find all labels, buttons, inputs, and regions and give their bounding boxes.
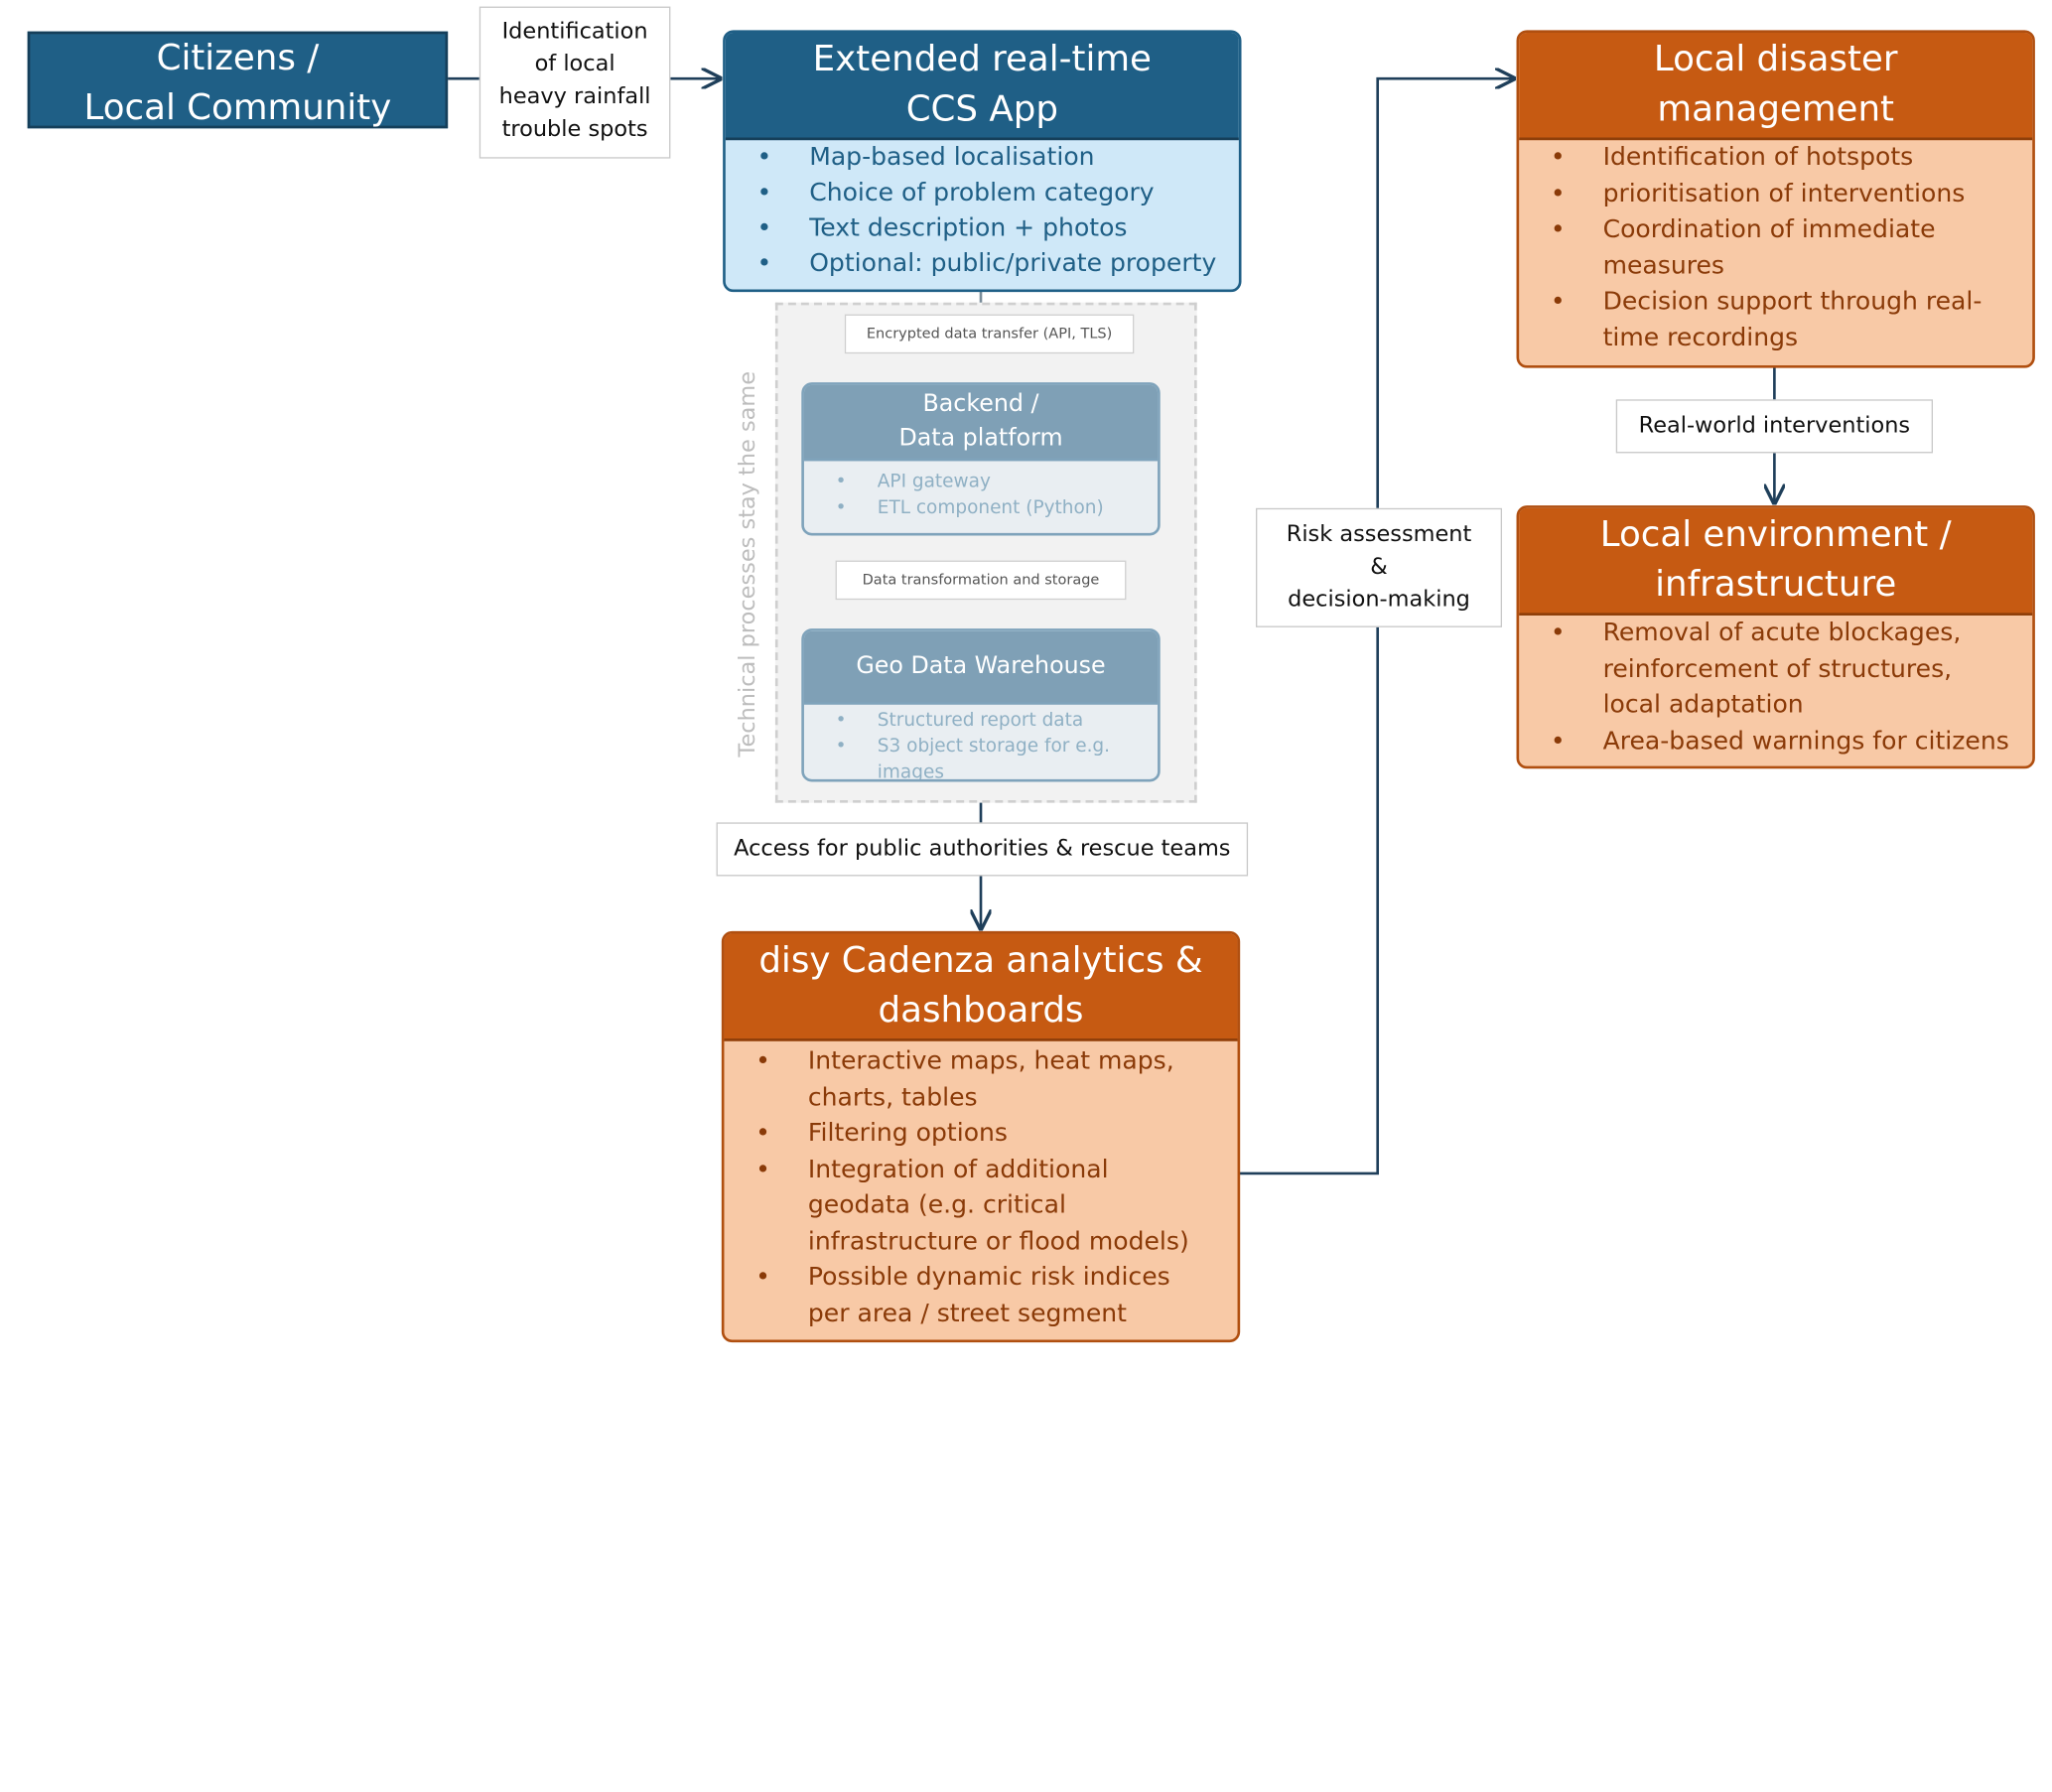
access-label: Access for public authorities & rescue t… [716, 822, 1249, 877]
cadenza-title: disy Cadenza analytics & dashboards [724, 933, 1238, 1041]
list-item: Interactive maps, heat maps, charts, tab… [738, 1043, 1209, 1116]
geo-dw-title: Geo Data Warehouse [803, 630, 1159, 705]
disaster-mgmt-title-line1: Local disaster [1653, 39, 1898, 80]
backend-list: API gateway ETL component (Python) [804, 461, 1158, 526]
cadenza-title-line1: disy Cadenza analytics & [758, 940, 1203, 982]
environment-title-line2: infrastructure [1655, 564, 1897, 606]
list-item: Structured report data [817, 707, 1145, 733]
list-item: Map-based localisation [739, 140, 1226, 176]
backend-card: Backend / Data platform API gateway ETL … [801, 382, 1161, 536]
list-item: ETL component (Python) [817, 495, 1145, 521]
disaster-management-card: Local disaster management Identification… [1516, 30, 2035, 368]
list-item: Choice of problem category [739, 176, 1226, 211]
list-item: Possible dynamic risk indices per area /… [738, 1260, 1209, 1332]
technical-zone-label: Technical processes stay the same [735, 370, 761, 758]
list-item: Identification of hotspots [1532, 140, 2019, 176]
citizens-line2: Local Community [83, 87, 392, 129]
identification-line: heavy rainfall [498, 83, 651, 110]
identification-line: Identification [501, 18, 648, 45]
list-item: Coordination of immediate measures [1532, 212, 2019, 285]
identification-line: trouble spots [501, 116, 648, 143]
geo-dw-list: Structured report data S3 object storage… [804, 705, 1158, 779]
identification-label: Identification of local heavy rainfall t… [479, 6, 671, 159]
list-item: Filtering options [738, 1116, 1209, 1152]
ccs-app-title: Extended real-time CCS App [725, 32, 1239, 141]
risk-line: Risk assessment [1286, 521, 1472, 548]
real-world-interventions-label: Real-world interventions [1615, 399, 1933, 454]
environment-title-line1: Local environment / [1599, 514, 1952, 556]
environment-title: Local environment / infrastructure [1519, 507, 2033, 616]
list-item: Decision support through real-time recor… [1532, 284, 2019, 356]
list-item: Area-based warnings for citizens [1532, 724, 2013, 759]
disaster-mgmt-list: Identification of hotspots prioritisatio… [1519, 140, 2032, 365]
list-item: Removal of acute blockages, reinforcemen… [1532, 616, 2013, 724]
backend-title: Backend / Data platform [803, 384, 1159, 462]
cadenza-card: disy Cadenza analytics & dashboards Inte… [721, 930, 1241, 1343]
geo-data-warehouse-card: Geo Data Warehouse Structured report dat… [801, 628, 1161, 782]
disaster-mgmt-title: Local disaster management [1519, 32, 2033, 141]
list-item: Integration of additional geodata (e.g. … [738, 1152, 1209, 1260]
backend-title-line2: Data platform [898, 424, 1063, 453]
environment-list: Removal of acute blockages, reinforcemen… [1519, 616, 2032, 766]
ccs-app-title-line2: CCS App [905, 88, 1058, 130]
ccs-app-card: Extended real-time CCS App Map-based loc… [723, 30, 1242, 293]
data-transformation-label: Data transformation and storage [835, 560, 1127, 601]
risk-line: decision-making [1288, 586, 1470, 614]
risk-assessment-label: Risk assessment & decision-making [1256, 507, 1503, 627]
list-item: Optional: public/private property [739, 246, 1226, 282]
identification-line: of local [534, 51, 616, 77]
ccs-app-title-line1: Extended real-time [812, 39, 1152, 80]
list-item: prioritisation of interventions [1532, 176, 2019, 211]
citizens-line1: Citizens / [156, 38, 320, 79]
backend-title-line1: Backend / [922, 390, 1039, 418]
list-item: Text description + photos [739, 210, 1226, 246]
ccs-app-list: Map-based localisation Choice of problem… [726, 140, 1239, 289]
citizens-box: Citizens / Local Community [27, 31, 449, 129]
cadenza-list: Interactive maps, heat maps, charts, tab… [724, 1041, 1237, 1340]
cadenza-title-line2: dashboards [878, 990, 1084, 1032]
risk-line: & [1370, 553, 1388, 581]
encrypted-transfer-label: Encrypted data transfer (API, TLS) [844, 314, 1135, 354]
list-item: API gateway [817, 469, 1145, 494]
list-item: S3 object storage for e.g. images [817, 734, 1145, 779]
disaster-mgmt-title-line2: management [1657, 88, 1894, 130]
environment-card: Local environment / infrastructure Remov… [1516, 505, 2035, 769]
